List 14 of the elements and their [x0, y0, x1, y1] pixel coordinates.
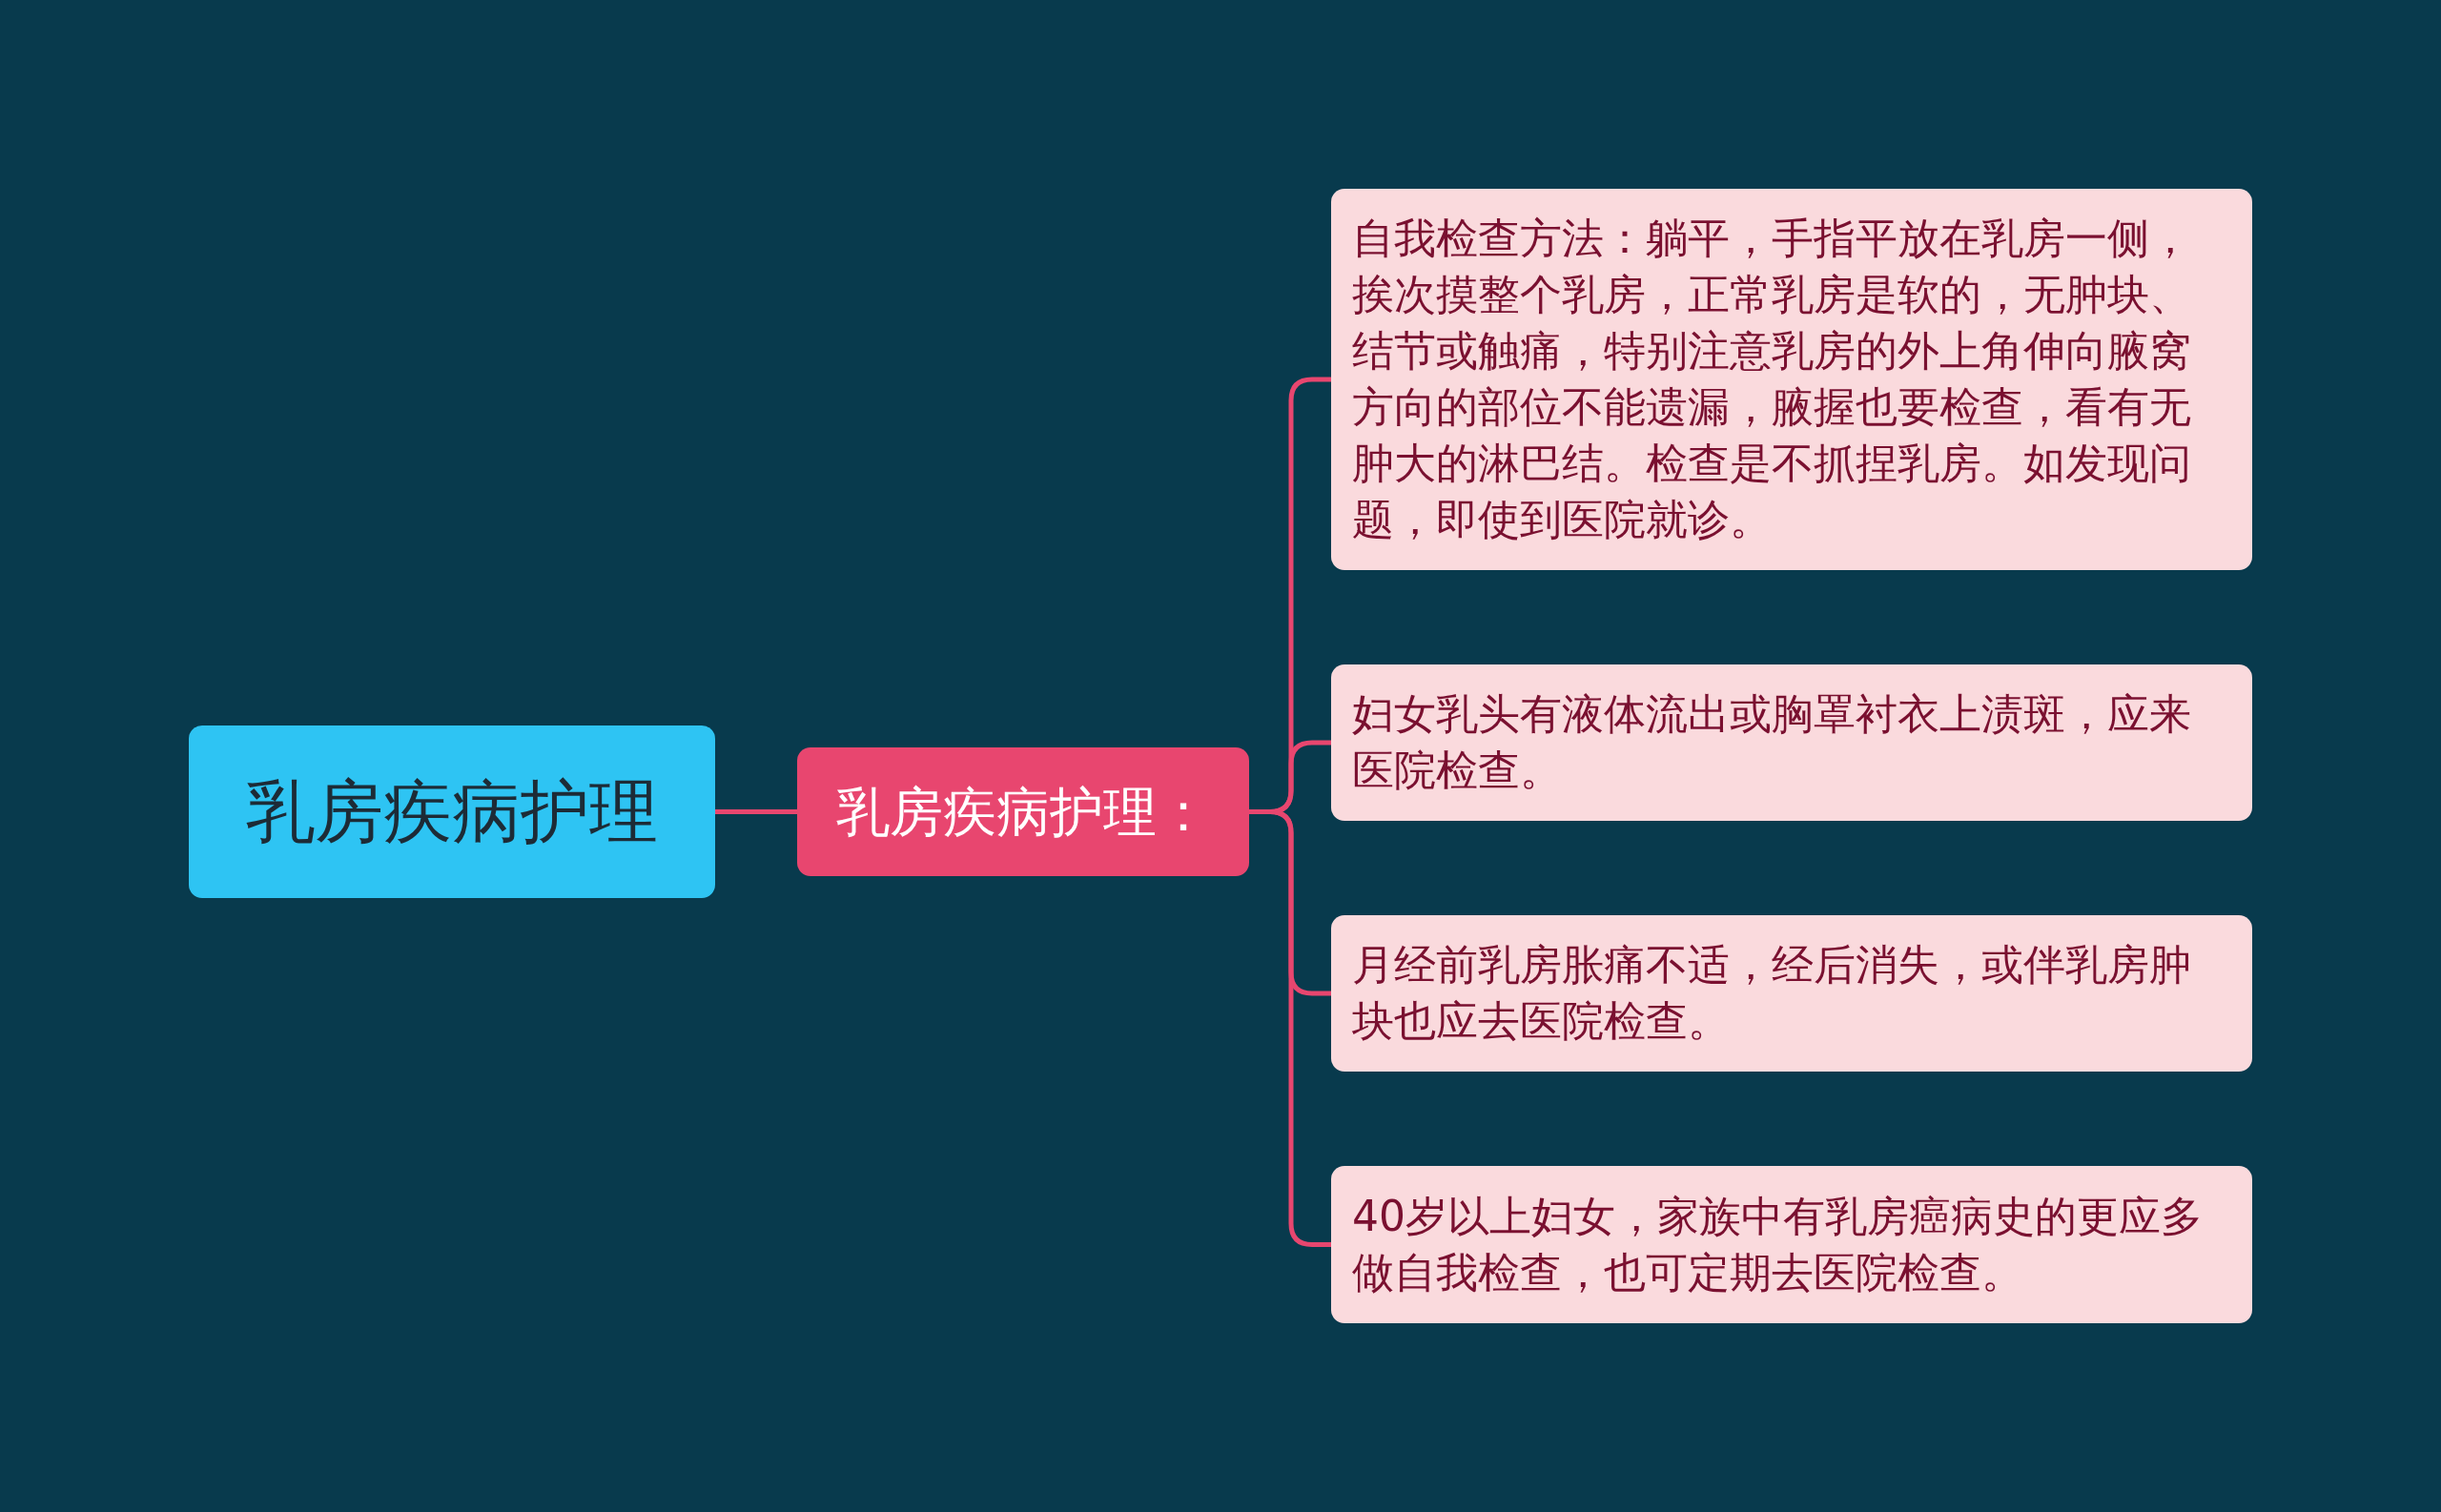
node-text: 乳房疾病护理：: [836, 779, 1210, 845]
topic-box: [189, 725, 715, 898]
connector-line: [715, 809, 797, 814]
node-text: 月经前乳房胀痛不适，经后消失，或伴乳房肿块也应去医院检查。: [1352, 939, 2192, 1047]
node-text: 自我检查方法：躺平，手指平放在乳房一侧，挨次摸整个乳房，正常乳房是软的，无肿块、结节或触痛，特别注意乳房的外上角伸向腋窝方向的部位不能遗漏，腋握也要检查，看有无肿大的淋巴结。检查是不抓捏乳房。如发现问题，即使到医院就诊。: [1352, 213, 2192, 545]
node-text: 40岁以上妇女，家族中有乳房癌病史的更应多做自我检查，也可定期去医院检查。: [1352, 1190, 2204, 1298]
note-box: [1331, 915, 2252, 1072]
note-box: [1331, 664, 2252, 821]
node-text: 乳房疾病护理: [246, 770, 658, 853]
node-text: 妇女乳头有液体流出或胸罩衬衣上渍斑，应来医院检查。: [1352, 688, 2192, 796]
note-box: [1331, 1166, 2252, 1323]
connector-line: [1249, 809, 1331, 1247]
subtopic-box: [797, 747, 1249, 876]
note-box: [1331, 189, 2252, 570]
